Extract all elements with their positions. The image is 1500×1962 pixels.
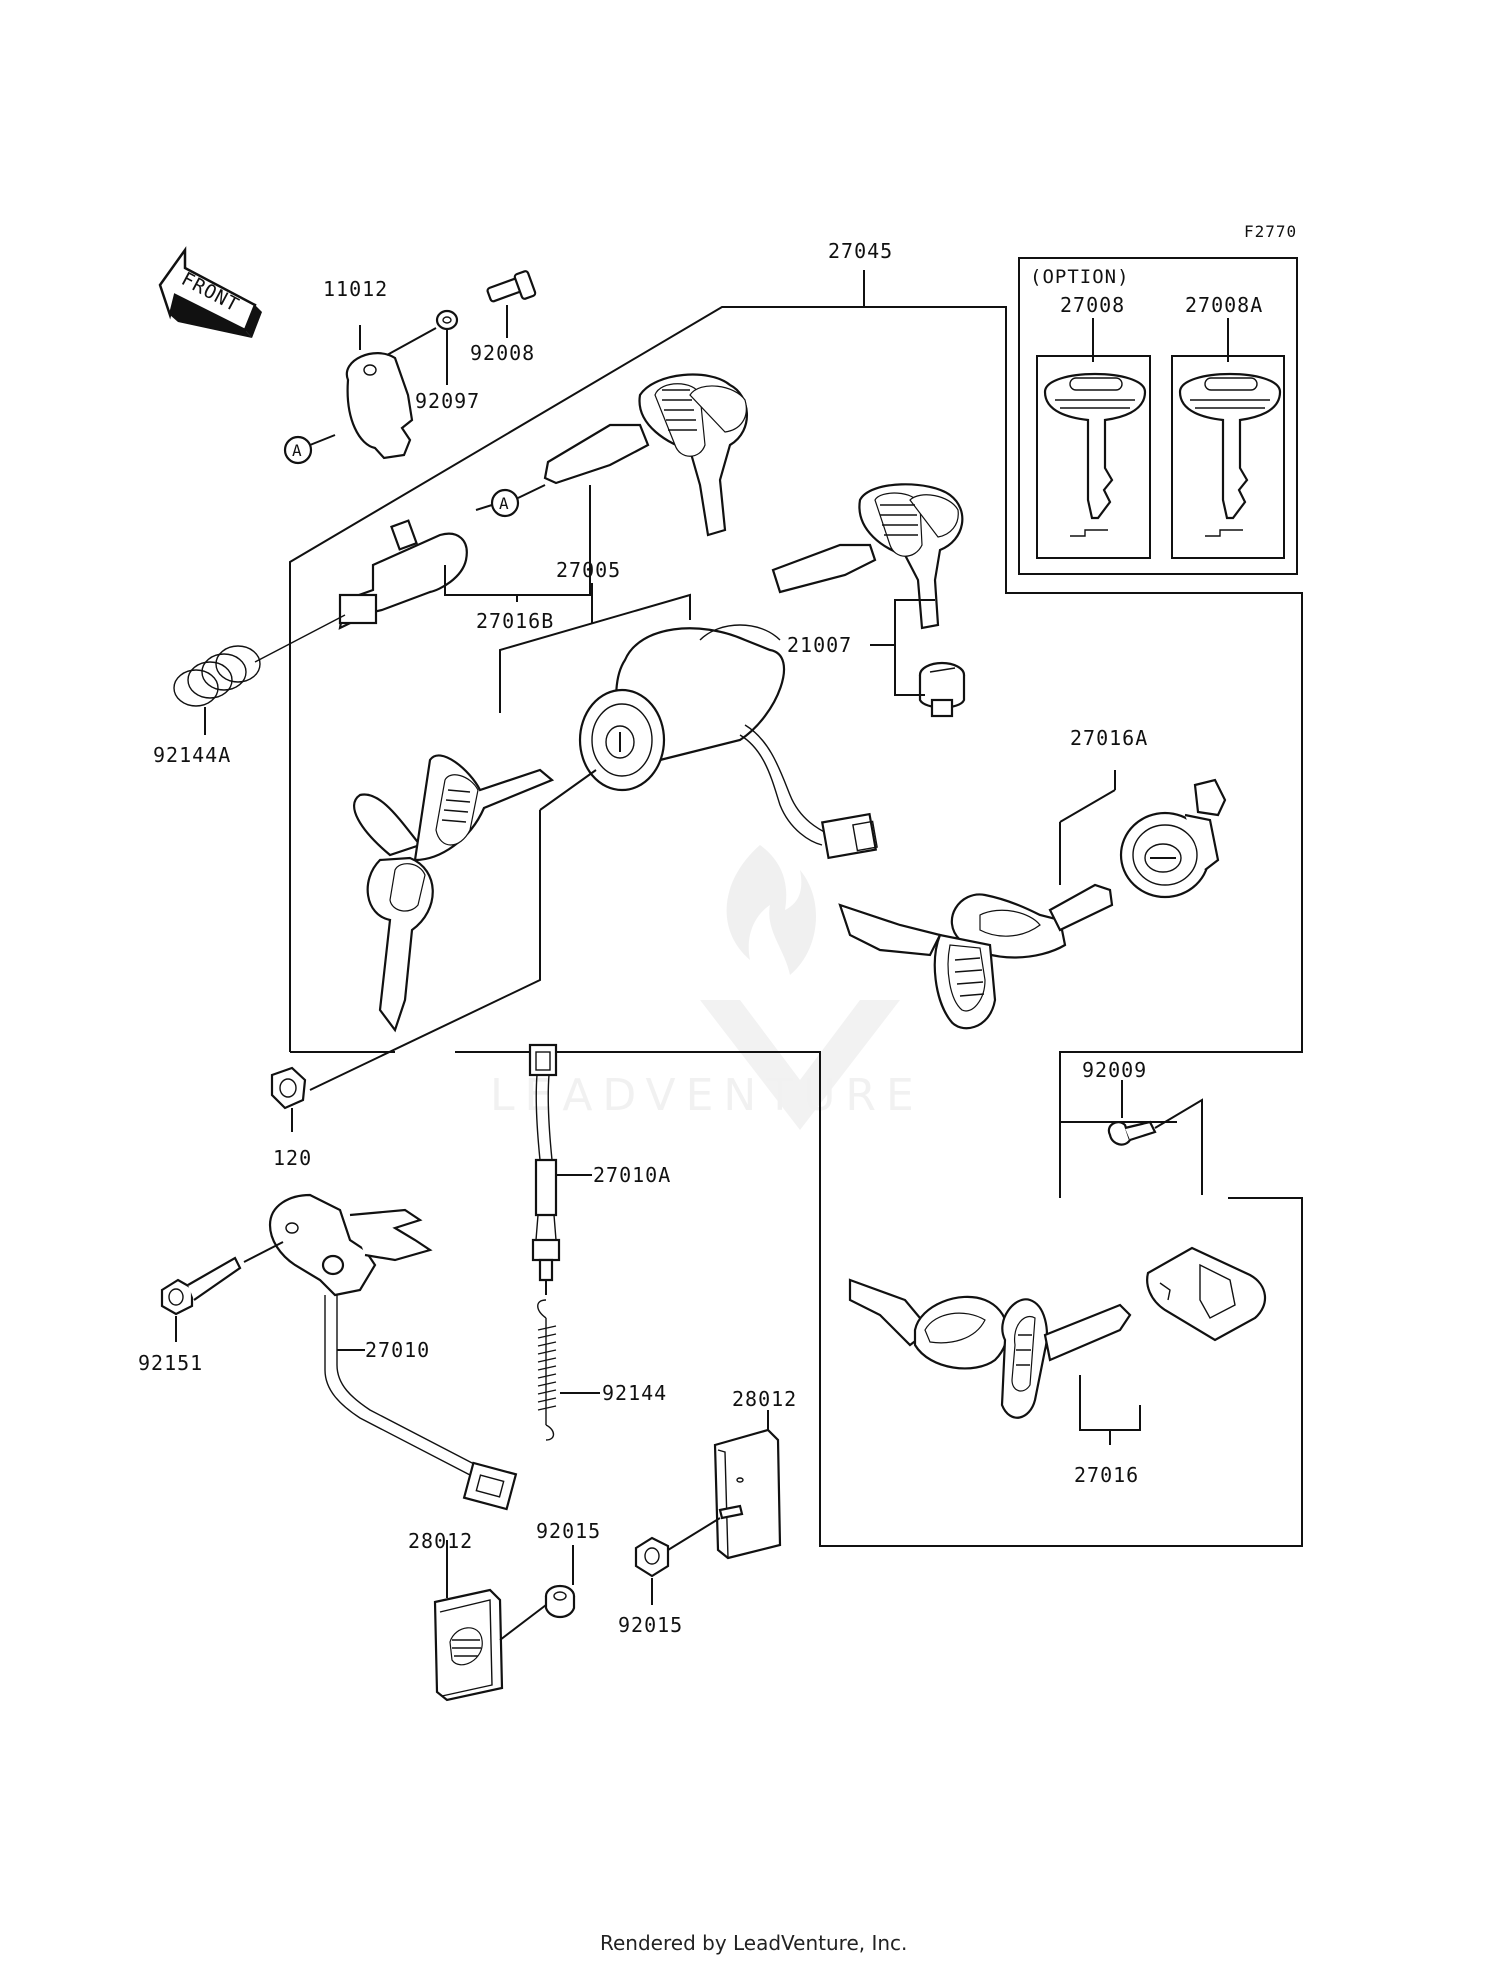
cover-plate-11012[interactable]: A bbox=[283, 325, 414, 465]
part-label-28012-left[interactable]: 28012 bbox=[408, 1529, 473, 1553]
watermark-logo: LEADVENTURE bbox=[490, 845, 924, 1130]
part-label-92144A[interactable]: 92144A bbox=[153, 743, 231, 767]
seat-lock-27016B[interactable] bbox=[254, 519, 468, 663]
bracket-icon bbox=[1146, 1246, 1266, 1342]
nut-92015-left[interactable] bbox=[499, 1545, 576, 1641]
part-label-27016[interactable]: 27016 bbox=[1074, 1463, 1139, 1487]
figure-code: F2770 bbox=[1244, 222, 1297, 241]
part-label-28012-right[interactable]: 28012 bbox=[732, 1387, 797, 1411]
key-icon bbox=[771, 483, 964, 630]
kit-outline-lower bbox=[455, 1051, 1303, 1547]
option-label: (OPTION) bbox=[1030, 266, 1130, 288]
part-label-92097[interactable]: 92097 bbox=[415, 389, 480, 413]
bolt-92008[interactable] bbox=[486, 270, 537, 338]
part-label-92009[interactable]: 92009 bbox=[1082, 1058, 1147, 1082]
watermark-text: LEADVENTURE bbox=[490, 1070, 924, 1121]
part-label-92008[interactable]: 92008 bbox=[470, 341, 535, 365]
key-icon bbox=[543, 373, 748, 537]
lock-27016A[interactable] bbox=[1119, 778, 1227, 899]
ignition-switch-27005[interactable] bbox=[578, 624, 878, 860]
bolt-92151[interactable] bbox=[160, 1241, 284, 1342]
screw-92009[interactable] bbox=[1107, 1080, 1157, 1146]
key-icon bbox=[848, 1278, 1132, 1419]
part-label-92144[interactable]: 92144 bbox=[602, 1381, 667, 1405]
brake-switch-27010[interactable] bbox=[268, 1193, 518, 1511]
part-label-92151[interactable]: 92151 bbox=[138, 1351, 203, 1375]
part-label-11012[interactable]: 11012 bbox=[323, 277, 388, 301]
spring-92144A[interactable] bbox=[173, 645, 261, 735]
callout-a-marker: A bbox=[475, 484, 546, 518]
bolt-120[interactable] bbox=[270, 1066, 307, 1132]
svg-text:A: A bbox=[499, 494, 510, 513]
nut-92015-right[interactable] bbox=[634, 1517, 721, 1605]
key-icon bbox=[1043, 373, 1147, 537]
kit-outline bbox=[289, 306, 1303, 1123]
part-label-27016B[interactable]: 27016B bbox=[476, 609, 554, 633]
part-label-92015-right[interactable]: 92015 bbox=[618, 1613, 683, 1637]
plate-28012-right[interactable] bbox=[713, 1410, 782, 1560]
part-label-27005[interactable]: 27005 bbox=[556, 558, 621, 582]
key-icon bbox=[1178, 373, 1282, 537]
part-label-27016A[interactable]: 27016A bbox=[1070, 726, 1148, 750]
plate-28012-left[interactable] bbox=[433, 1540, 504, 1702]
part-label-21007[interactable]: 21007 bbox=[787, 633, 852, 657]
key-icon bbox=[353, 754, 555, 1033]
callout-a: A bbox=[292, 441, 303, 460]
part-label-92015-left[interactable]: 92015 bbox=[536, 1519, 601, 1543]
option-box: (OPTION) 27008 27008A bbox=[1018, 257, 1298, 575]
spring-92144[interactable] bbox=[537, 1299, 557, 1441]
part-label-27045[interactable]: 27045 bbox=[828, 239, 893, 263]
harness-27010A[interactable] bbox=[528, 1043, 561, 1295]
part-label-27010A[interactable]: 27010A bbox=[593, 1163, 671, 1187]
footer-credit: Rendered by LeadVenture, Inc. bbox=[600, 1931, 907, 1955]
part-label-27010[interactable]: 27010 bbox=[365, 1338, 430, 1362]
washer-92097[interactable] bbox=[386, 309, 459, 385]
part-label-27008[interactable]: 27008 bbox=[1060, 293, 1125, 317]
part-label-120[interactable]: 120 bbox=[273, 1146, 312, 1170]
key-icon bbox=[838, 883, 1114, 1030]
front-arrow-icon: FRONT bbox=[158, 246, 262, 338]
part-label-27008A[interactable]: 27008A bbox=[1185, 293, 1263, 317]
key-cap-icon bbox=[918, 661, 966, 718]
